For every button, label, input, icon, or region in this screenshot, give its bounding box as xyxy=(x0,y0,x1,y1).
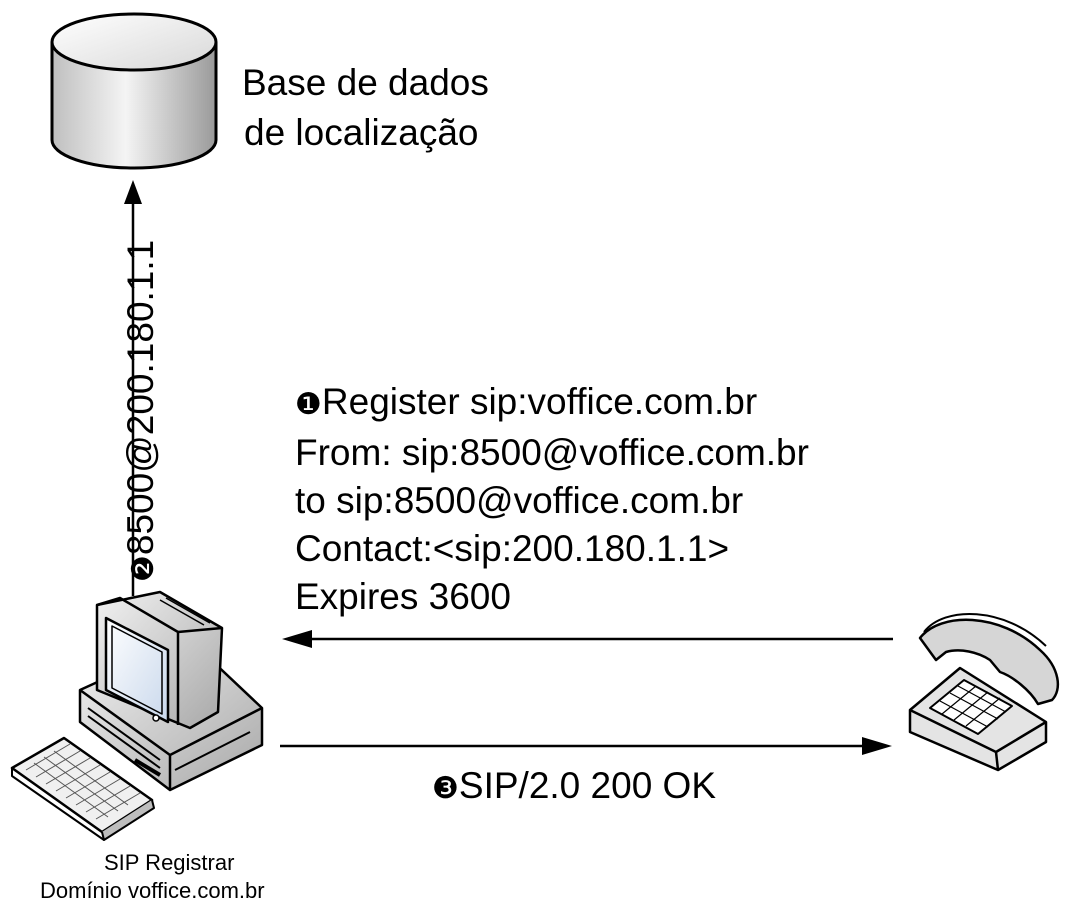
register-line-2: From: sip:8500@voffice.com.br xyxy=(295,432,809,473)
register-line-1: ❶Register sip:voffice.com.br xyxy=(295,381,758,422)
database-label-line1: Base de dados xyxy=(242,62,489,103)
step3-text: SIP/2.0 200 OK xyxy=(458,765,717,806)
telephone-icon xyxy=(908,612,1060,772)
step2-label: ❷8500@200.180.1.1 xyxy=(120,239,161,582)
register-line-3: to sip:8500@voffice.com.br xyxy=(295,480,744,521)
arrow-ok-response xyxy=(280,737,892,755)
arrow-register-request xyxy=(282,630,893,648)
step2-marker: ❷ xyxy=(127,555,160,582)
database-label-line2: de localização xyxy=(244,112,479,153)
registrar-label-line1: SIP Registrar xyxy=(104,850,235,875)
keyboard-icon xyxy=(10,736,155,841)
register-line-4: Contact:<sip:200.180.1.1> xyxy=(295,528,730,569)
database-icon xyxy=(50,12,218,170)
ok-response-label: ❸SIP/2.0 200 OK xyxy=(432,767,716,804)
register-message: ❶Register sip:voffice.com.br From: sip:8… xyxy=(295,378,809,621)
step3-marker: ❸ xyxy=(432,772,459,805)
registrar-label-line2: Domínio voffice.com.br xyxy=(40,878,265,903)
step1-marker: ❶ xyxy=(295,388,322,421)
register-line-5: Expires 3600 xyxy=(295,576,511,617)
step2-text: 8500@200.180.1.1 xyxy=(120,239,161,556)
arrow-to-database xyxy=(124,180,142,596)
computer-icon xyxy=(78,590,264,792)
